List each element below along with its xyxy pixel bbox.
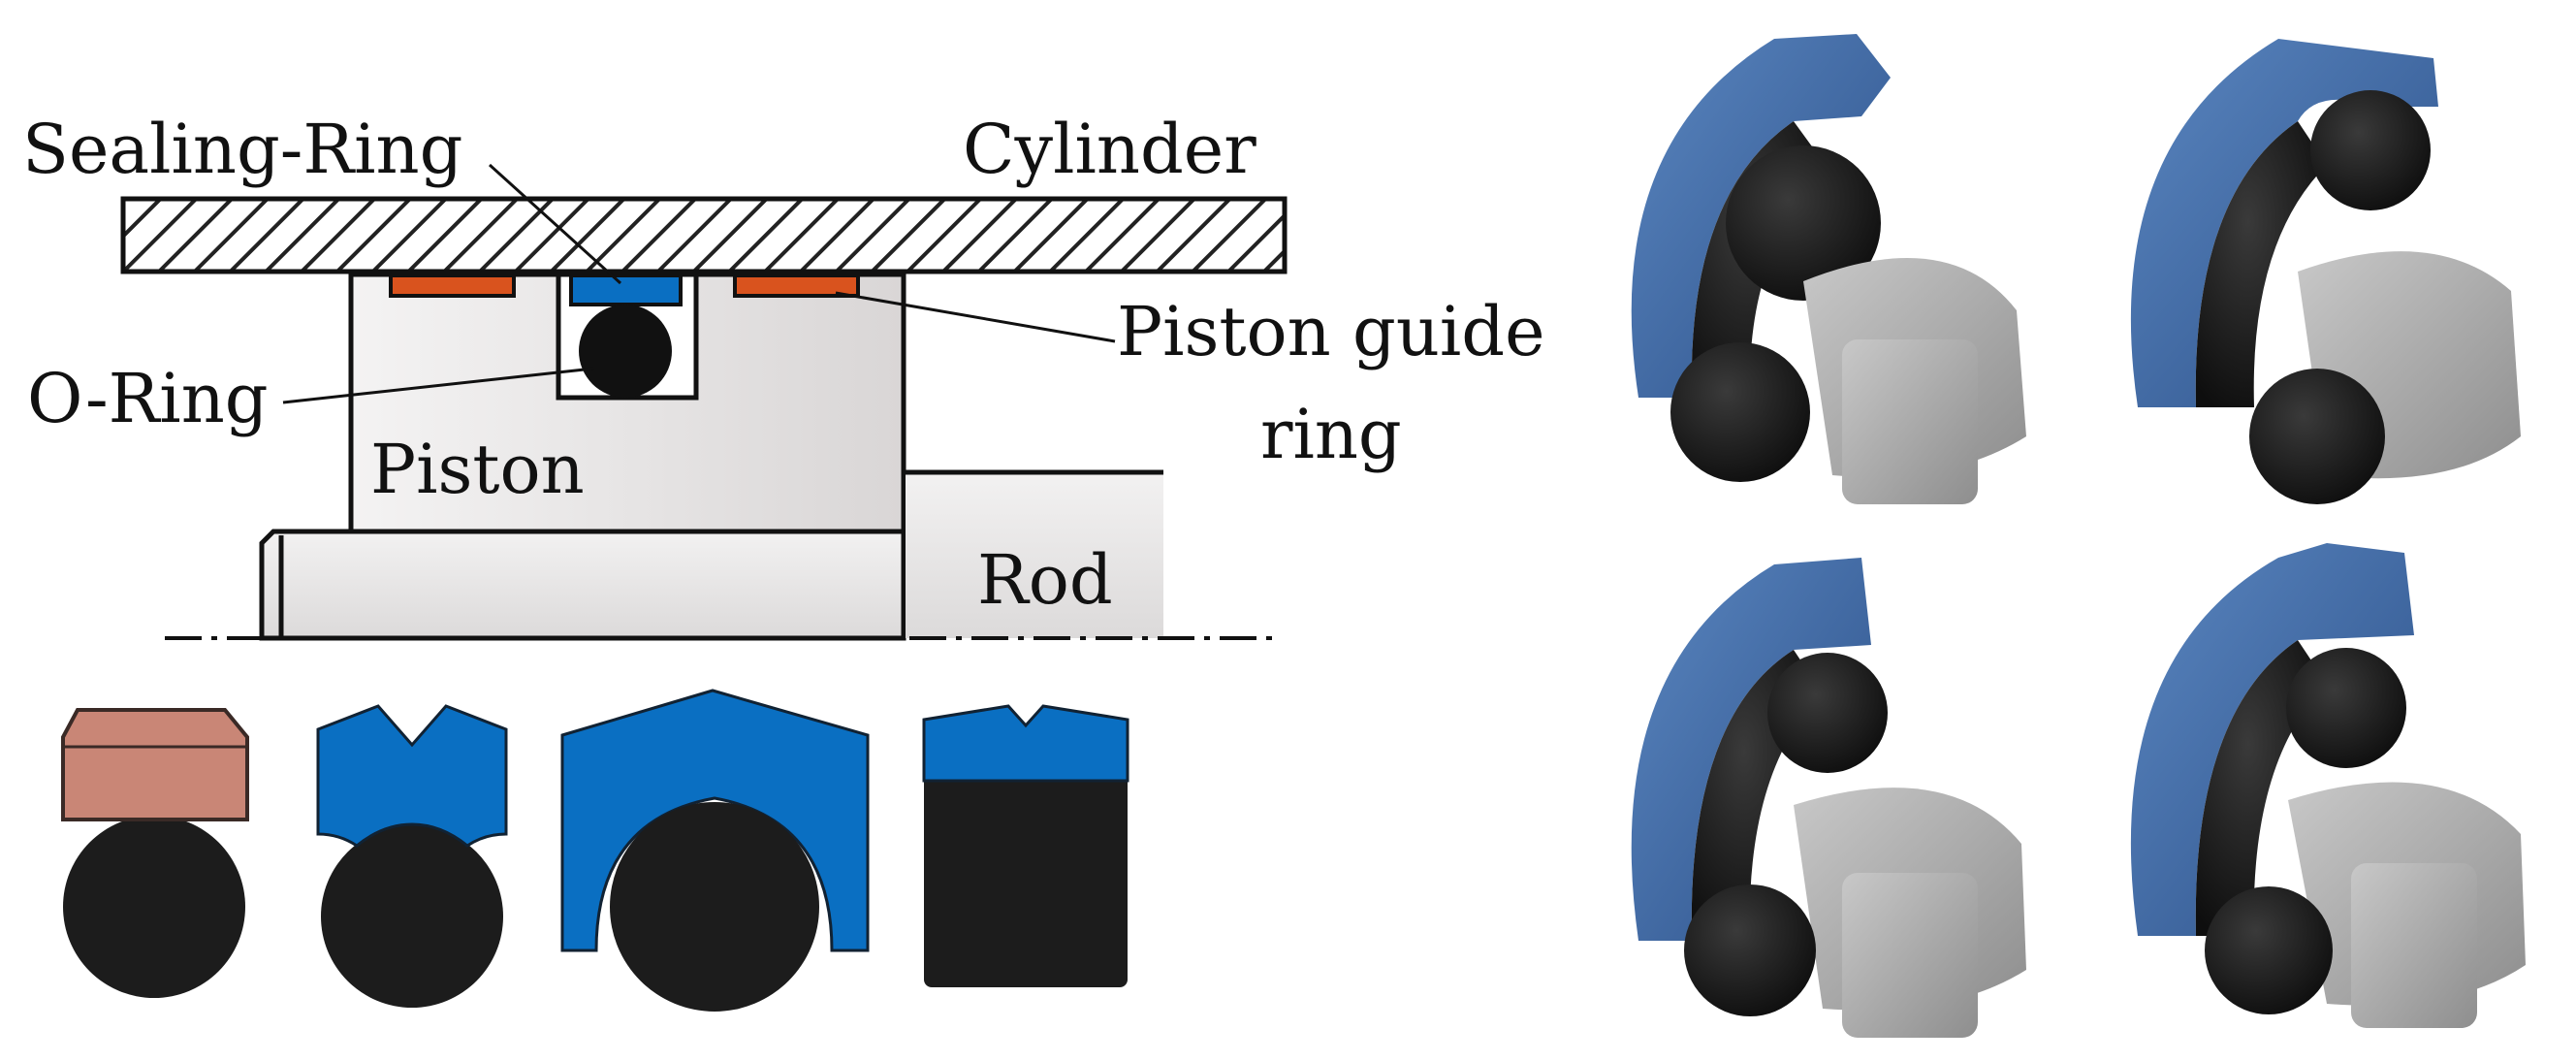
- wide-arch-cap-profile: [560, 689, 870, 1012]
- o-ring-label: O-Ring: [27, 359, 269, 438]
- black-round-top: [2310, 90, 2431, 210]
- piston-guide-ring-label-line1: Piston guide: [1117, 292, 1545, 371]
- black-round-top: [1726, 145, 1881, 301]
- black-round-top: [2286, 648, 2406, 768]
- wide-arch-cap: [560, 689, 870, 952]
- o-ring-round-2: [321, 825, 503, 1008]
- o-ring-round-3: [610, 802, 819, 1012]
- seal-profiles: [61, 689, 1129, 1012]
- cross-section-diagram: Sealing-Ring Cylinder Piston guide ring …: [22, 110, 1545, 641]
- rose-cap-profile: [61, 708, 249, 998]
- guide-ring-right: [733, 273, 860, 298]
- black-round-top: [1767, 653, 1888, 773]
- black-round-bottom: [1670, 342, 1810, 482]
- square-notch-cap: [922, 704, 1129, 783]
- gray-block: [2351, 863, 2477, 1028]
- blue-cap-arc: [2130, 543, 2414, 936]
- gray-block: [1842, 339, 1978, 504]
- o-ring: [579, 305, 672, 398]
- rod-label: Rod: [977, 540, 1113, 620]
- black-block: [924, 756, 1128, 987]
- black-round-bottom: [1684, 884, 1816, 1016]
- render-top-right: [2130, 39, 2521, 504]
- o-ring-round: [63, 816, 245, 998]
- v-notch-cap: [316, 704, 508, 848]
- render-top-left: [1631, 34, 2026, 504]
- black-round-bottom: [2205, 886, 2333, 1014]
- v-notch-cap-profile: [316, 704, 508, 1008]
- sealing-ring-label: Sealing-Ring: [22, 110, 462, 189]
- blue-cap-arc: [2130, 39, 2438, 407]
- render-bottom-right: [2130, 543, 2526, 1028]
- blue-cap-arc: [1631, 558, 1871, 941]
- guide-ring-left: [389, 273, 516, 298]
- leader-sealing-ring: [488, 163, 622, 285]
- piston-label: Piston: [370, 430, 585, 509]
- rose-cap: [61, 708, 249, 821]
- leader-o-ring: [282, 367, 594, 404]
- rod-body: [906, 474, 1163, 638]
- blue-cap-arc: [1631, 34, 1891, 398]
- leader-piston-guide-ring: [835, 291, 1116, 343]
- cylinder-wall: [120, 196, 1288, 274]
- render-bottom-left: [1631, 558, 2026, 1038]
- seal-renders: [1631, 34, 2526, 1038]
- piston-shaft: [259, 529, 906, 641]
- black-arc: [2195, 121, 2327, 407]
- black-round-bottom: [2249, 369, 2385, 504]
- square-block-profile: [922, 704, 1129, 987]
- sealing-ring: [569, 273, 683, 306]
- piston-guide-ring-label-line2: ring: [1260, 395, 1402, 474]
- gray-block: [1842, 873, 1978, 1038]
- cylinder-label: Cylinder: [963, 110, 1256, 189]
